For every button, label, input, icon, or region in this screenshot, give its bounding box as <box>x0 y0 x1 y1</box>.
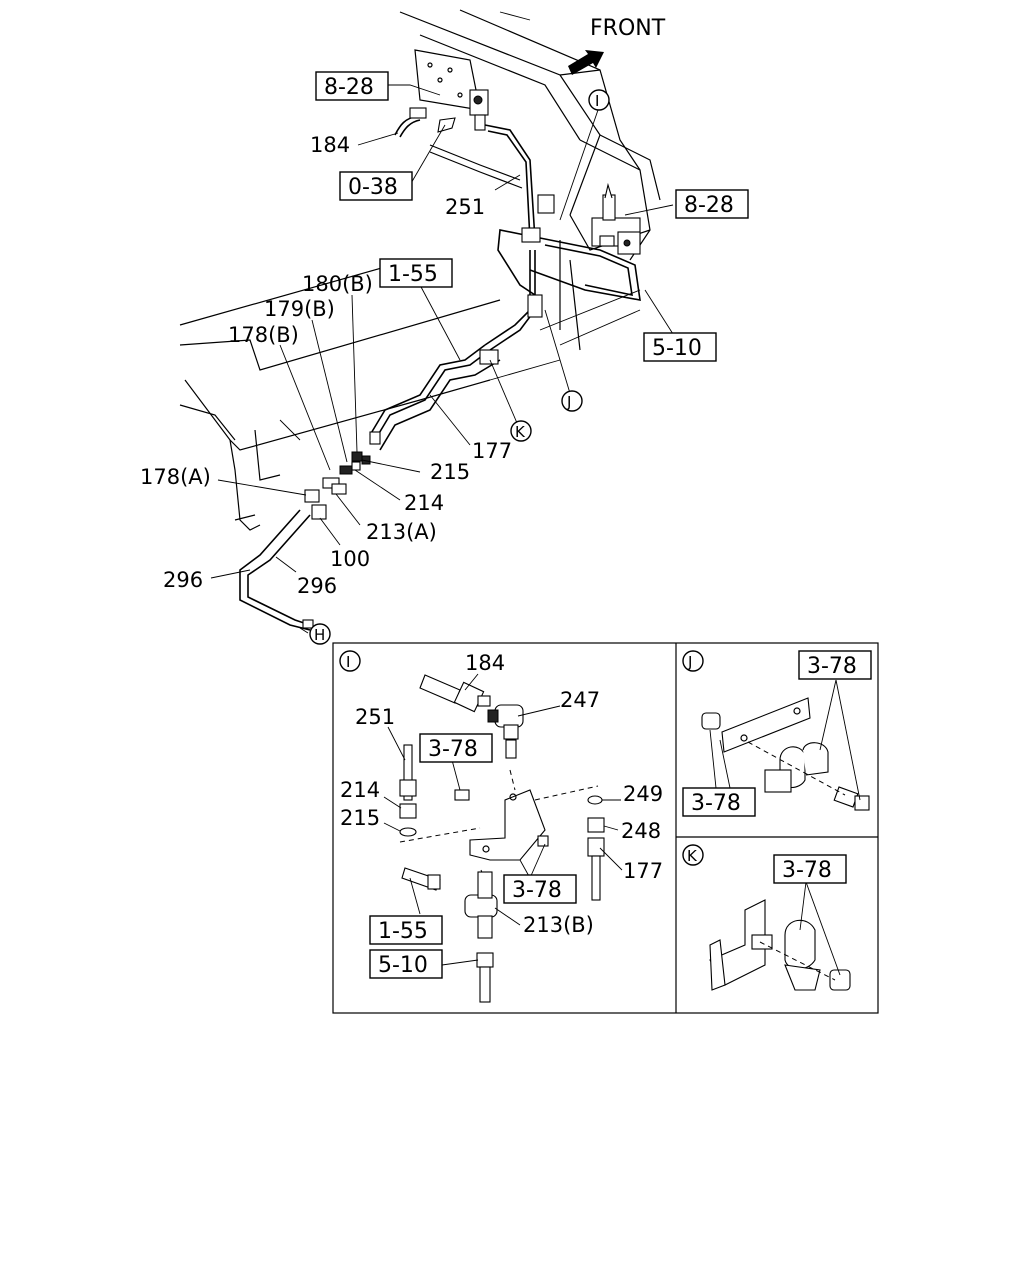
main-components <box>302 89 641 629</box>
callout-178b: 178(B) <box>228 323 299 347</box>
callout-214: 214 <box>404 491 444 515</box>
detail-i-callout-249: 249 <box>623 782 663 806</box>
detail-i-callout-177: 177 <box>623 859 663 883</box>
detail-i-ref-3-78-bottom: 3-78 <box>512 878 562 903</box>
main-markers: I J K H <box>309 89 610 645</box>
detail-i-callout-251: 251 <box>355 705 395 729</box>
ref-0-38: 0-38 <box>348 175 398 200</box>
marker-k: K <box>515 423 526 441</box>
main-ref-boxes: 8-28 0-38 8-28 1-55 5-10 <box>315 71 749 362</box>
callout-296-left: 296 <box>163 568 203 592</box>
detail-k: K 3-78 <box>682 844 851 991</box>
detail-i-ref-3-78-top: 3-78 <box>428 737 478 762</box>
ref-5-10: 5-10 <box>652 336 702 361</box>
detail-i: I <box>339 650 663 1003</box>
ref-8-28-valve: 8-28 <box>684 193 734 218</box>
callout-100: 100 <box>330 547 370 571</box>
detail-j-ref-3-78-top: 3-78 <box>807 654 857 679</box>
detail-j: J 3-78 3-78 <box>682 650 872 817</box>
detail-j-ref-3-78-bottom: 3-78 <box>691 791 741 816</box>
callout-215: 215 <box>430 460 470 484</box>
callout-179b: 179(B) <box>264 297 335 321</box>
callout-251: 251 <box>445 195 485 219</box>
marker-i: I <box>595 92 599 110</box>
front-label: FRONT <box>590 16 666 41</box>
callout-180b: 180(B) <box>302 272 373 296</box>
front-arrow-icon <box>568 50 604 75</box>
detail-k-ref-3-78: 3-78 <box>782 858 832 883</box>
detail-i-callout-248: 248 <box>621 819 661 843</box>
detail-i-callout-247: 247 <box>560 688 600 712</box>
detail-i-callout-213b: 213(B) <box>523 913 594 937</box>
detail-k-marker: K <box>687 847 698 865</box>
callout-296-right: 296 <box>297 574 337 598</box>
clamp-j <box>527 294 543 318</box>
marker-h: H <box>314 626 325 644</box>
detail-i-ref-1-55: 1-55 <box>378 919 428 944</box>
callout-177: 177 <box>472 439 512 463</box>
marker-j: J <box>566 393 571 411</box>
ref-8-28-top: 8-28 <box>324 75 374 100</box>
main-leaders <box>210 84 681 634</box>
detail-i-callout-214: 214 <box>340 778 380 802</box>
callout-178a: 178(A) <box>140 465 211 489</box>
detail-i-callout-215: 215 <box>340 806 380 830</box>
callout-184: 184 <box>310 133 350 157</box>
detail-i-ref-5-10: 5-10 <box>378 953 428 978</box>
clamp-k <box>479 349 499 365</box>
front-indicator: FRONT <box>568 16 666 75</box>
ref-1-55: 1-55 <box>388 262 438 287</box>
detail-panels-frame <box>332 642 879 1014</box>
detail-i-callout-184: 184 <box>465 651 505 675</box>
detail-i-marker: I <box>346 653 350 671</box>
pipe-runs <box>239 115 641 631</box>
detail-j-marker: J <box>687 653 692 671</box>
bracket <box>469 789 546 861</box>
bracket-plate <box>721 697 811 753</box>
main-callouts: 184 251 180(B) 179(B) 178(B) 178(A) 215 … <box>140 133 512 598</box>
callout-213a: 213(A) <box>366 520 437 544</box>
frame-structure <box>179 9 661 531</box>
